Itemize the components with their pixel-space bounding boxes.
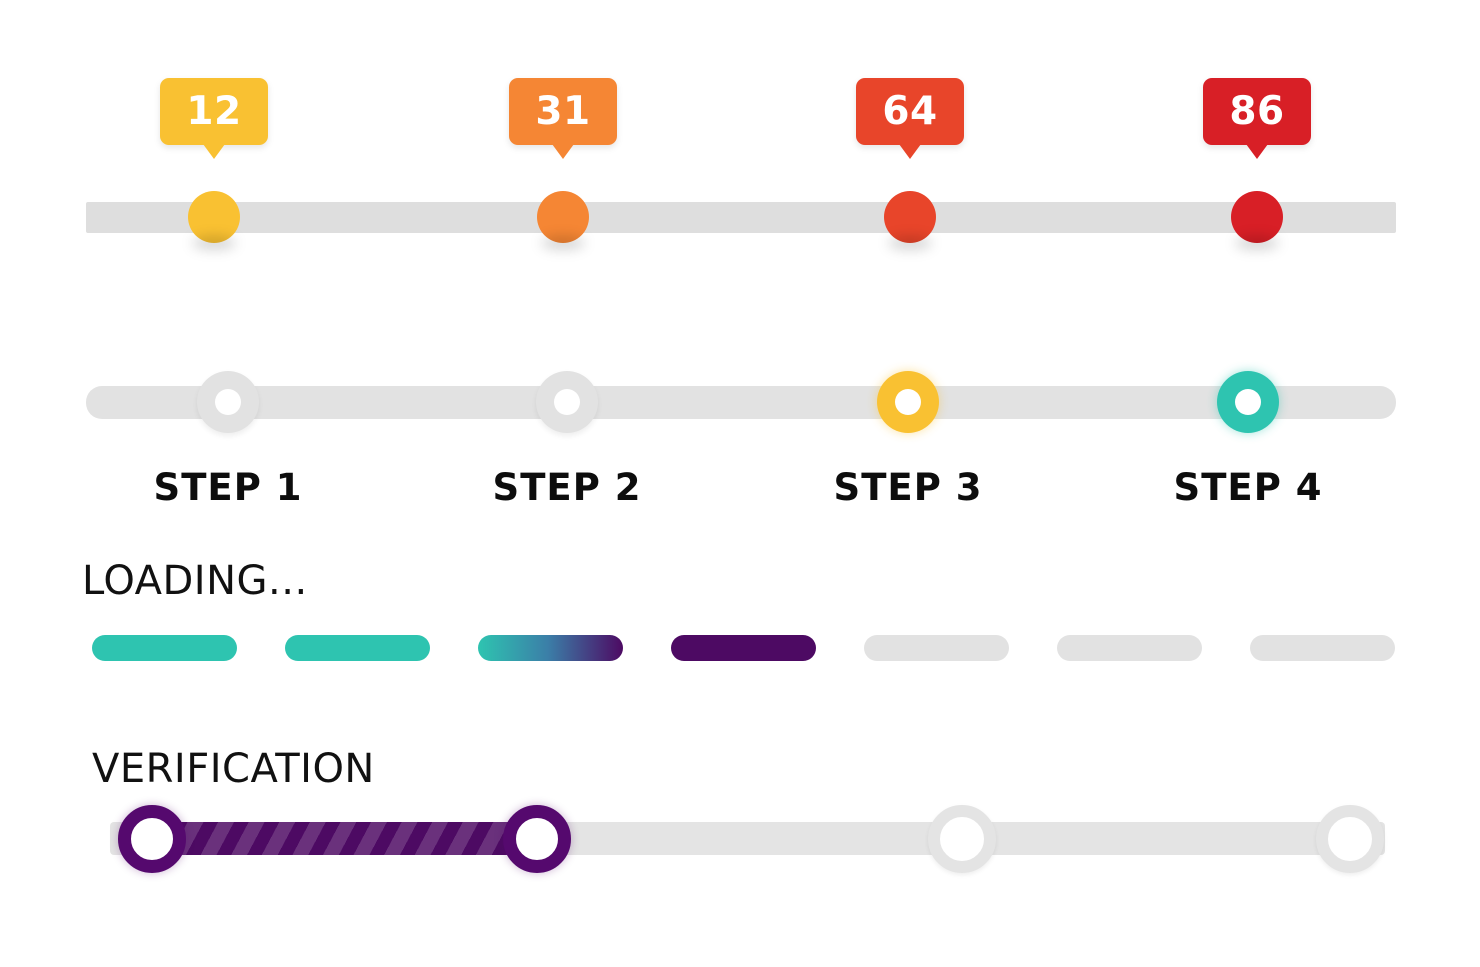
value-badge-4: 86	[1203, 78, 1311, 159]
step-marker-3[interactable]	[877, 371, 939, 433]
step-marker-4[interactable]	[1217, 371, 1279, 433]
loading-segment-3	[478, 635, 623, 661]
value-slider-thumb-3[interactable]	[884, 191, 936, 243]
step-marker-4-hole	[1235, 389, 1261, 415]
step-marker-1[interactable]	[197, 371, 259, 433]
verification-fill	[152, 822, 537, 855]
value-badge-1-label: 12	[186, 89, 242, 134]
verification-title: VERIFICATION	[92, 746, 375, 792]
value-slider-thumb-1[interactable]	[188, 191, 240, 243]
value-badge-2-label: 31	[535, 89, 591, 134]
loading-segment-2	[285, 635, 430, 661]
value-badge-3: 64	[856, 78, 964, 159]
value-badge-4-label: 86	[1229, 89, 1285, 134]
value-slider-thumb-2[interactable]	[537, 191, 589, 243]
step-marker-2-hole	[554, 389, 580, 415]
value-badge-2-tail	[552, 144, 574, 159]
step-label-1: STEP 1	[153, 466, 303, 509]
step-label-3: STEP 3	[833, 466, 983, 509]
value-badge-3-label: 64	[882, 89, 938, 134]
step-marker-3-hole	[895, 389, 921, 415]
loading-segment-1	[92, 635, 237, 661]
value-badge-2: 31	[509, 78, 617, 159]
step-label-2: STEP 2	[492, 466, 642, 509]
loading-segment-5	[864, 635, 1009, 661]
value-badge-1-tail	[203, 144, 225, 159]
verification-node-4[interactable]	[1316, 805, 1384, 873]
verification-node-3[interactable]	[928, 805, 996, 873]
loading-segment-7	[1250, 635, 1395, 661]
value-badge-3-tail	[899, 144, 921, 159]
value-badge-1: 12	[160, 78, 268, 159]
step-marker-2[interactable]	[536, 371, 598, 433]
value-slider-thumb-4[interactable]	[1231, 191, 1283, 243]
value-slider-track[interactable]	[86, 202, 1396, 233]
step-progress-track[interactable]	[86, 386, 1396, 419]
verification-node-1[interactable]	[118, 805, 186, 873]
step-marker-1-hole	[215, 389, 241, 415]
loading-segment-6	[1057, 635, 1202, 661]
verification-node-2[interactable]	[503, 805, 571, 873]
step-label-4: STEP 4	[1173, 466, 1323, 509]
value-badge-4-tail	[1246, 144, 1268, 159]
loading-title: LOADING...	[82, 558, 308, 604]
loading-segment-4	[671, 635, 816, 661]
